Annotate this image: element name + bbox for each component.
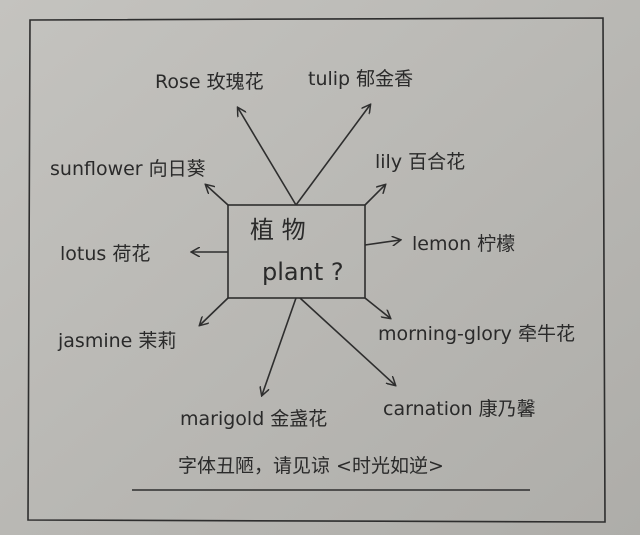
arrow-rose [238, 108, 297, 206]
node-lemon: lemon 柠檬 [412, 233, 515, 255]
node-carnation: carnation 康乃馨 [383, 398, 536, 420]
arrow-morning-glory [364, 297, 390, 318]
node-lotus: lotus 荷花 [60, 243, 150, 265]
center-zh: 植 物 [250, 216, 306, 244]
node-tulip: tulip 郁金香 [308, 68, 413, 90]
arrow-tulip [295, 105, 370, 206]
outer-frame [27, 17, 606, 523]
arrows [192, 105, 400, 395]
arrow-marigold [262, 297, 297, 395]
node-morning-glory: morning-glory 牵牛花 [378, 323, 575, 345]
center-en: plant ? [262, 258, 344, 286]
footer-note: 字体丑陋，请见谅 <时光如逆> [178, 455, 444, 477]
node-jasmine: jasmine 茉莉 [57, 330, 176, 352]
arrow-jasmine [200, 297, 229, 325]
node-marigold: marigold 金盏花 [180, 408, 327, 430]
arrow-carnation [299, 297, 395, 385]
node-sunflower: sunflower 向日葵 [50, 158, 206, 180]
arrow-lily [364, 185, 385, 206]
arrow-sunflower [206, 185, 229, 206]
node-lily: lily 百合花 [375, 151, 465, 173]
node-rose: Rose 玫瑰花 [155, 71, 264, 93]
arrow-lemon [364, 240, 400, 245]
